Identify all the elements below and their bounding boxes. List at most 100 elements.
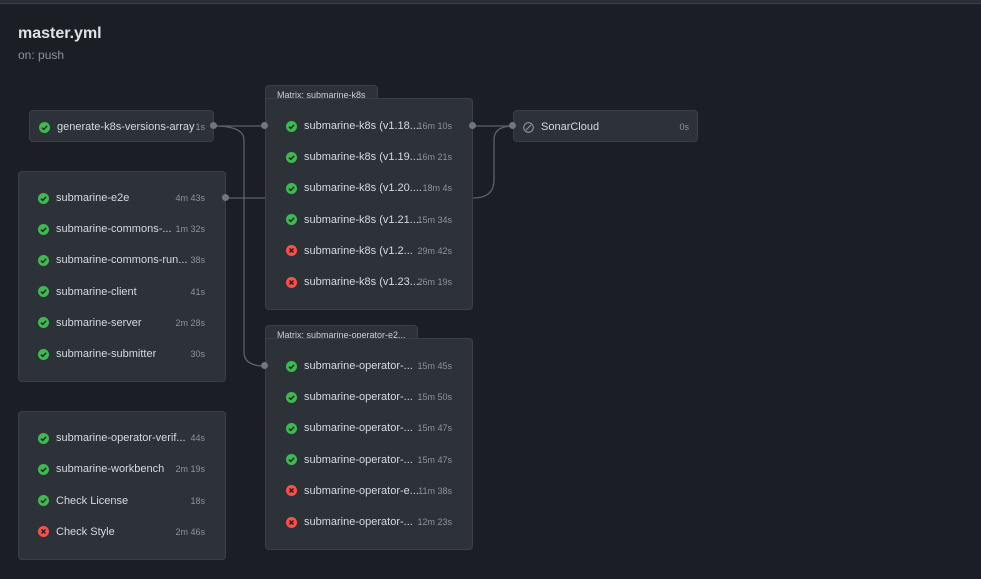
job-duration: 15m 34s xyxy=(417,214,452,225)
job-label: submarine-k8s (v1.2... xyxy=(304,244,413,257)
job-duration: 2m 19s xyxy=(175,464,205,475)
job-generate-k8s-versions-array[interactable]: generate-k8s-versions-array 1s xyxy=(29,110,214,142)
job-label: submarine-operator-... xyxy=(304,453,413,466)
job-group-1 xyxy=(18,171,226,382)
x-circle-icon xyxy=(286,516,297,528)
job-label: submarine-operator-e... xyxy=(304,484,419,497)
job-row[interactable]: submarine-operator-... 15m 47s xyxy=(286,450,452,470)
x-circle-icon xyxy=(38,526,49,538)
job-row[interactable]: submarine-k8s (v1.19....16m 21s xyxy=(286,147,452,167)
job-row[interactable]: submarine-k8s (v1.2... 29m 42s xyxy=(286,241,452,261)
job-row[interactable]: generate-k8s-versions-array 1s xyxy=(39,117,205,137)
check-circle-icon xyxy=(286,151,297,163)
check-circle-icon xyxy=(38,254,49,266)
job-row[interactable]: submarine-operator-... 15m 47s xyxy=(286,418,452,438)
job-label: submarine-client xyxy=(56,285,137,298)
job-duration: 18s xyxy=(190,495,205,506)
job-label: submarine-operator-... xyxy=(304,516,413,528)
check-circle-icon xyxy=(286,120,297,132)
job-row[interactable]: submarine-operator-e...11m 38s xyxy=(286,481,452,501)
job-duration: 1m 32s xyxy=(175,224,205,235)
job-label: submarine-workbench xyxy=(56,463,165,476)
top-border xyxy=(0,0,981,4)
job-duration: 30s xyxy=(190,349,205,359)
matrix-operator-group xyxy=(265,338,473,550)
job-duration: 29m 42s xyxy=(417,245,452,256)
job-row[interactable]: SonarCloud 0s xyxy=(523,117,689,137)
job-duration: 18m 4s xyxy=(422,183,452,194)
check-circle-icon xyxy=(38,432,49,444)
job-label: submarine-submitter xyxy=(56,348,157,360)
job-duration: 41s xyxy=(190,286,205,297)
job-duration: 16m 10s xyxy=(417,121,452,131)
check-circle-icon xyxy=(38,286,49,298)
job-duration: 38s xyxy=(190,255,205,266)
connector-dot xyxy=(509,122,516,129)
job-label: submarine-operator-verif... xyxy=(56,432,186,444)
job-duration: 11m 38s xyxy=(418,485,452,496)
job-row[interactable]: submarine-submitter 30s xyxy=(38,344,205,364)
job-label: submarine-operator-... xyxy=(304,360,413,372)
job-label: submarine-e2e xyxy=(56,192,130,204)
job-duration: 15m 45s xyxy=(417,361,452,371)
job-row[interactable]: submarine-k8s (v1.18....16m 10s xyxy=(286,116,452,136)
job-row[interactable]: submarine-operator-... 15m 45s xyxy=(286,356,452,376)
job-row[interactable]: submarine-commons-run...38s xyxy=(38,250,205,270)
job-label: submarine-commons-run... xyxy=(56,254,188,267)
job-duration: 4m 43s xyxy=(175,193,205,203)
job-duration: 0s xyxy=(679,122,689,132)
check-circle-icon xyxy=(286,214,297,226)
job-row[interactable]: submarine-commons-...1m 32s xyxy=(38,219,205,239)
job-label: submarine-operator-... xyxy=(304,422,413,435)
job-group-2 xyxy=(18,411,226,560)
connector-dot xyxy=(469,122,476,129)
check-circle-icon xyxy=(38,463,49,475)
job-row[interactable]: submarine-k8s (v1.23....26m 19s xyxy=(286,272,452,292)
job-row[interactable]: submarine-workbench 2m 19s xyxy=(38,459,205,479)
check-circle-icon xyxy=(286,391,297,403)
job-duration: 15m 50s xyxy=(417,392,452,403)
job-label: submarine-server xyxy=(56,316,142,329)
skipped-icon xyxy=(523,121,534,133)
x-circle-icon xyxy=(286,485,297,497)
check-circle-icon xyxy=(38,223,49,235)
check-circle-icon xyxy=(286,182,297,194)
job-duration: 12m 23s xyxy=(417,517,452,527)
job-duration: 15m 47s xyxy=(417,423,452,434)
check-circle-icon xyxy=(38,317,49,329)
job-sonarcloud[interactable]: SonarCloud 0s xyxy=(513,110,698,142)
job-duration: 1s xyxy=(195,122,205,132)
job-row[interactable]: submarine-operator-... 12m 23s xyxy=(286,512,452,532)
job-row[interactable]: submarine-server 2m 28s xyxy=(38,313,205,333)
job-row[interactable]: submarine-k8s (v1.20....18m 4s xyxy=(286,178,452,198)
check-circle-icon xyxy=(38,495,49,507)
job-duration: 26m 19s xyxy=(417,277,452,287)
check-circle-icon xyxy=(286,454,297,466)
job-label: SonarCloud xyxy=(541,121,600,133)
job-duration: 16m 21s xyxy=(417,152,452,163)
job-row[interactable]: submarine-operator-... 15m 50s xyxy=(286,387,452,407)
job-row[interactable]: Check Style 2m 46s xyxy=(38,522,205,542)
check-circle-icon xyxy=(286,422,297,434)
check-circle-icon xyxy=(286,360,297,372)
job-duration: 2m 28s xyxy=(175,317,205,328)
job-label: submarine-k8s (v1.20.... xyxy=(304,182,422,195)
job-label: generate-k8s-versions-array xyxy=(57,121,195,133)
connector-dot xyxy=(261,362,268,369)
job-label: Check Style xyxy=(56,525,115,538)
job-row[interactable]: submarine-k8s (v1.21....15m 34s xyxy=(286,210,452,230)
job-row[interactable]: submarine-operator-verif...44s xyxy=(38,428,205,448)
job-label: submarine-k8s (v1.23.... xyxy=(304,276,422,288)
job-row[interactable]: submarine-e2e 4m 43s xyxy=(38,188,205,208)
job-label: submarine-k8s (v1.21.... xyxy=(304,213,422,226)
job-label: submarine-operator-... xyxy=(304,391,413,404)
job-duration: 15m 47s xyxy=(417,454,452,465)
job-row[interactable]: submarine-client 41s xyxy=(38,282,205,302)
connector-dot xyxy=(222,194,229,201)
job-duration: 2m 46s xyxy=(175,526,205,537)
connector-dot xyxy=(261,122,268,129)
check-circle-icon xyxy=(38,348,49,360)
x-circle-icon xyxy=(286,245,297,257)
